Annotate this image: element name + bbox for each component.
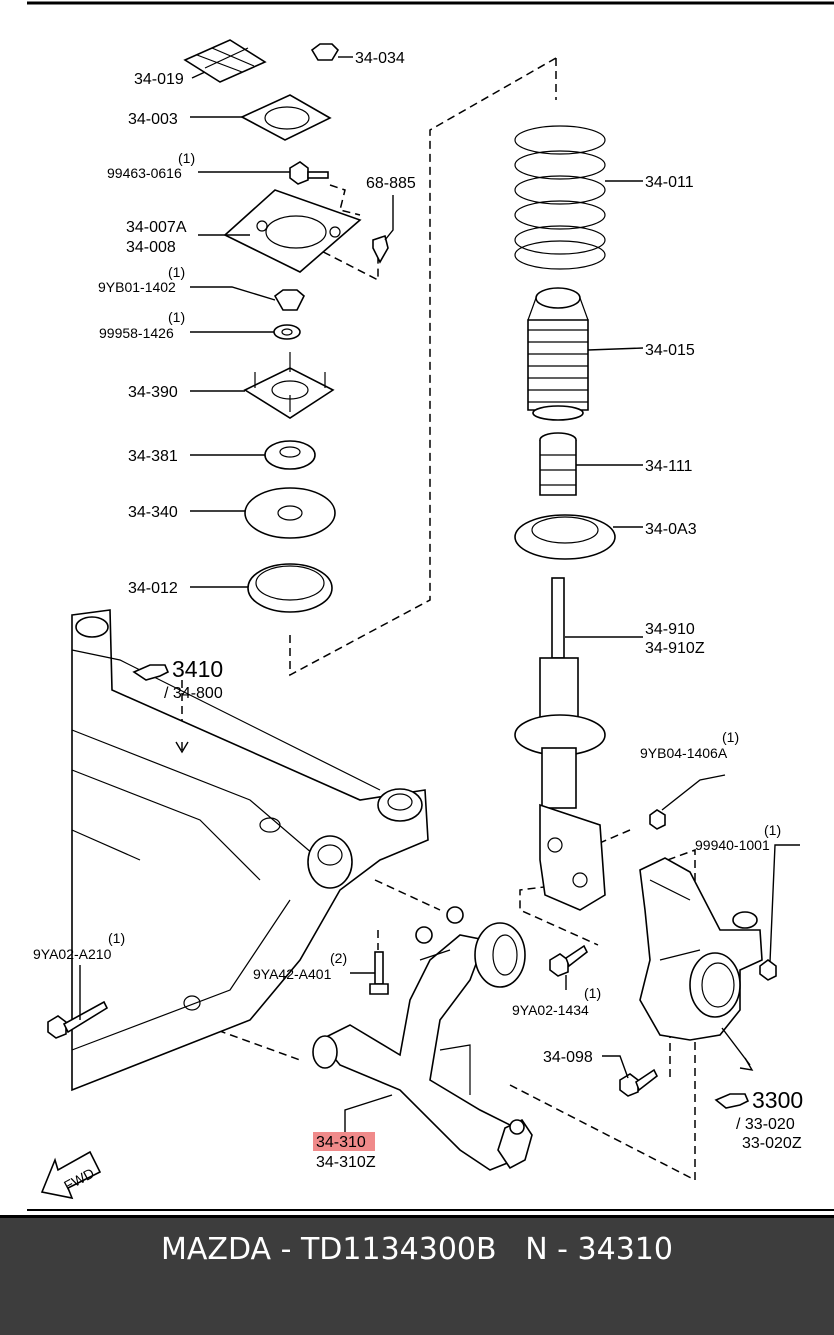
callout-9ya02-1434: 9YA02-1434 — [512, 1002, 589, 1018]
callout-34-390: 34-390 — [128, 384, 178, 401]
part-number-caption: MAZDA - TD1134300B N - 34310 — [161, 1232, 673, 1267]
parts-diagram: 34-019 34-034 34-003 (1) 99463-0616 68-8… — [27, 1, 834, 1211]
bump-stop — [539, 432, 577, 496]
callout-34-034: 34-034 — [355, 50, 405, 67]
lower-control-arm — [312, 906, 533, 1171]
callout-34-019: 34-019 — [134, 71, 184, 88]
callout-9yb04-qty: (1) — [722, 729, 739, 745]
callout-34-910z: 34-910Z — [645, 640, 705, 657]
shock-absorber — [514, 577, 606, 911]
seat-34-340 — [244, 487, 336, 539]
gasket — [240, 94, 332, 141]
callout-34-008: 34-008 — [126, 239, 176, 256]
callout-34-012: 34-012 — [128, 580, 178, 597]
nut-34-034 — [310, 43, 340, 61]
bearing-34-381 — [264, 440, 316, 470]
callout-9ya02-a210-qty: (1) — [108, 930, 125, 946]
callout-33-020z: 33-020Z — [742, 1135, 802, 1152]
callout-34-003: 34-003 — [128, 111, 178, 128]
dust-boot — [527, 287, 589, 421]
callout-34-800: / 34-800 — [164, 685, 223, 702]
bolt-99463 — [289, 161, 329, 185]
highlight-box — [313, 1132, 375, 1151]
washer-99958 — [273, 324, 301, 340]
callout-labels: 34-019 34-034 34-003 (1) 99463-0616 68-8… — [33, 50, 803, 1171]
leader-lines — [79, 56, 800, 1135]
callout-9yb04-1406a: 9YB04-1406A — [640, 745, 728, 761]
strut-mount — [243, 352, 335, 419]
callout-34-340: 34-340 — [128, 504, 178, 521]
steering-knuckle — [639, 857, 763, 1041]
callout-3410: 3410 — [172, 656, 223, 682]
callout-34-111: 34-111 — [645, 458, 693, 475]
bolt-9ya42-a401 — [369, 951, 389, 995]
callout-99958-qty: (1) — [168, 309, 185, 325]
callout-9ya02-1434-qty: (1) — [584, 985, 601, 1001]
nut-9yb04 — [649, 809, 666, 830]
forward-arrow-icon: FWD — [40, 1150, 102, 1200]
callout-34-007a: 34-007A — [126, 219, 187, 236]
callout-34-310z: 34-310Z — [316, 1154, 376, 1171]
reference-hand-icon-3300 — [714, 1093, 750, 1109]
bolt-34-098 — [619, 1068, 659, 1097]
nut-99940 — [759, 959, 777, 981]
callout-34-011: 34-011 — [645, 174, 694, 191]
bolt-9ya02-a210 — [47, 1000, 109, 1039]
callout-34-098: 34-098 — [543, 1049, 593, 1066]
callout-9yb01-qty: (1) — [168, 264, 185, 280]
callout-34-910: 34-910 — [645, 621, 695, 638]
callout-33-020: / 33-020 — [736, 1116, 795, 1133]
callout-99463-qty: (1) — [178, 150, 195, 166]
callout-9ya42-qty: (2) — [330, 950, 347, 966]
clip-68-885 — [372, 234, 389, 264]
spring-seat — [514, 514, 616, 560]
callout-99958-1426: 99958-1426 — [99, 325, 174, 341]
callout-9ya42-a401: 9YA42-A401 — [253, 966, 332, 982]
callout-99940-qty: (1) — [764, 822, 781, 838]
callout-68-885: 68-885 — [366, 175, 416, 192]
callout-34-381: 34-381 — [128, 448, 178, 465]
nut-9yb01 — [273, 289, 305, 311]
callout-3300: 3300 — [752, 1087, 803, 1113]
callout-99463-0616: 99463-0616 — [107, 165, 182, 181]
subframe — [71, 609, 429, 1092]
footer-bar: MAZDA - TD1134300B N - 34310 — [0, 1215, 834, 1335]
callout-34-015: 34-015 — [645, 342, 695, 359]
callout-34-0a3: 34-0A3 — [645, 521, 697, 538]
reference-hand-icon-3410 — [132, 664, 170, 681]
coil-spring — [514, 125, 606, 270]
mount-bracket — [223, 189, 362, 273]
callout-9ya02-a210: 9YA02-A210 — [33, 946, 112, 962]
callout-9yb01-1402: 9YB01-1402 — [98, 279, 176, 295]
bolt-9ya02-1434 — [549, 944, 589, 977]
callout-99940-1001: 99940-1001 — [695, 837, 770, 853]
dust-cap — [183, 39, 267, 83]
callout-34-310: 34-310 — [316, 1134, 366, 1151]
insulator-34-012 — [247, 563, 333, 613]
